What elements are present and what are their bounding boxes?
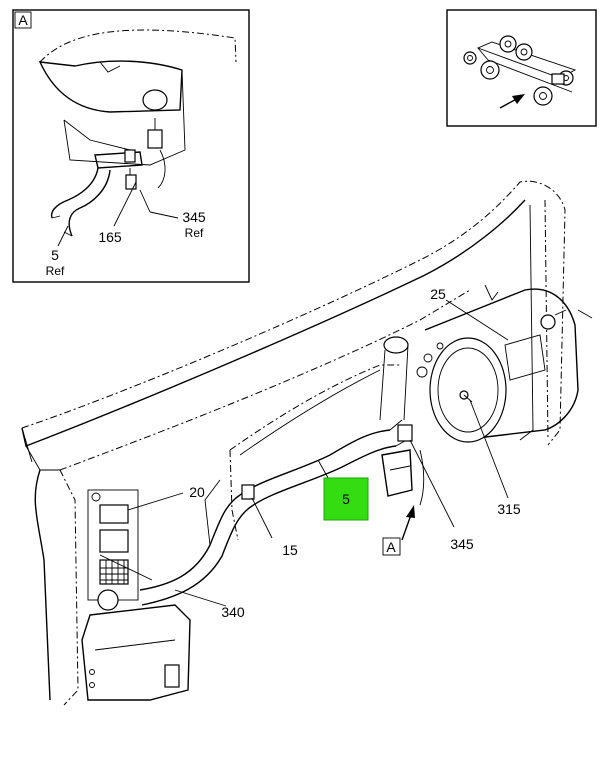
detail-letter: A: [18, 12, 28, 28]
callout-340: 340: [221, 604, 245, 620]
locator-frame: [446, 9, 597, 127]
callout-345: 345: [450, 536, 474, 552]
view-marker-box: [382, 537, 401, 556]
detail-letter-box: [14, 11, 32, 29]
callout-20: 20: [189, 484, 205, 500]
detail-frame: [12, 9, 250, 283]
callout-165: 165: [98, 229, 122, 245]
locator-arrow-icon: [512, 94, 525, 104]
callout-5-detail-ref: Ref: [46, 264, 65, 278]
locator-inset: [446, 9, 597, 127]
callout-15: 15: [282, 542, 298, 558]
highlight-part-5-label: 5: [342, 491, 350, 507]
callout-345-detail: 345: [182, 209, 206, 225]
view-arrow-icon: [406, 505, 415, 518]
callout-25: 25: [430, 286, 446, 302]
callout-5-detail: 5: [51, 247, 59, 263]
view-marker-letter: A: [386, 539, 396, 555]
callout-345-detail-ref: Ref: [185, 226, 204, 240]
connector-detail: [147, 129, 163, 149]
highlight-part-5[interactable]: [323, 477, 369, 521]
main-view: 25 20 15 340 315 345 5 A: [21, 180, 593, 706]
callout-315: 315: [497, 501, 521, 517]
clip-15: [241, 484, 255, 500]
blower-housing: [429, 337, 507, 443]
detail-view-a: A 165 345 Ref 5 Ref: [12, 9, 250, 283]
